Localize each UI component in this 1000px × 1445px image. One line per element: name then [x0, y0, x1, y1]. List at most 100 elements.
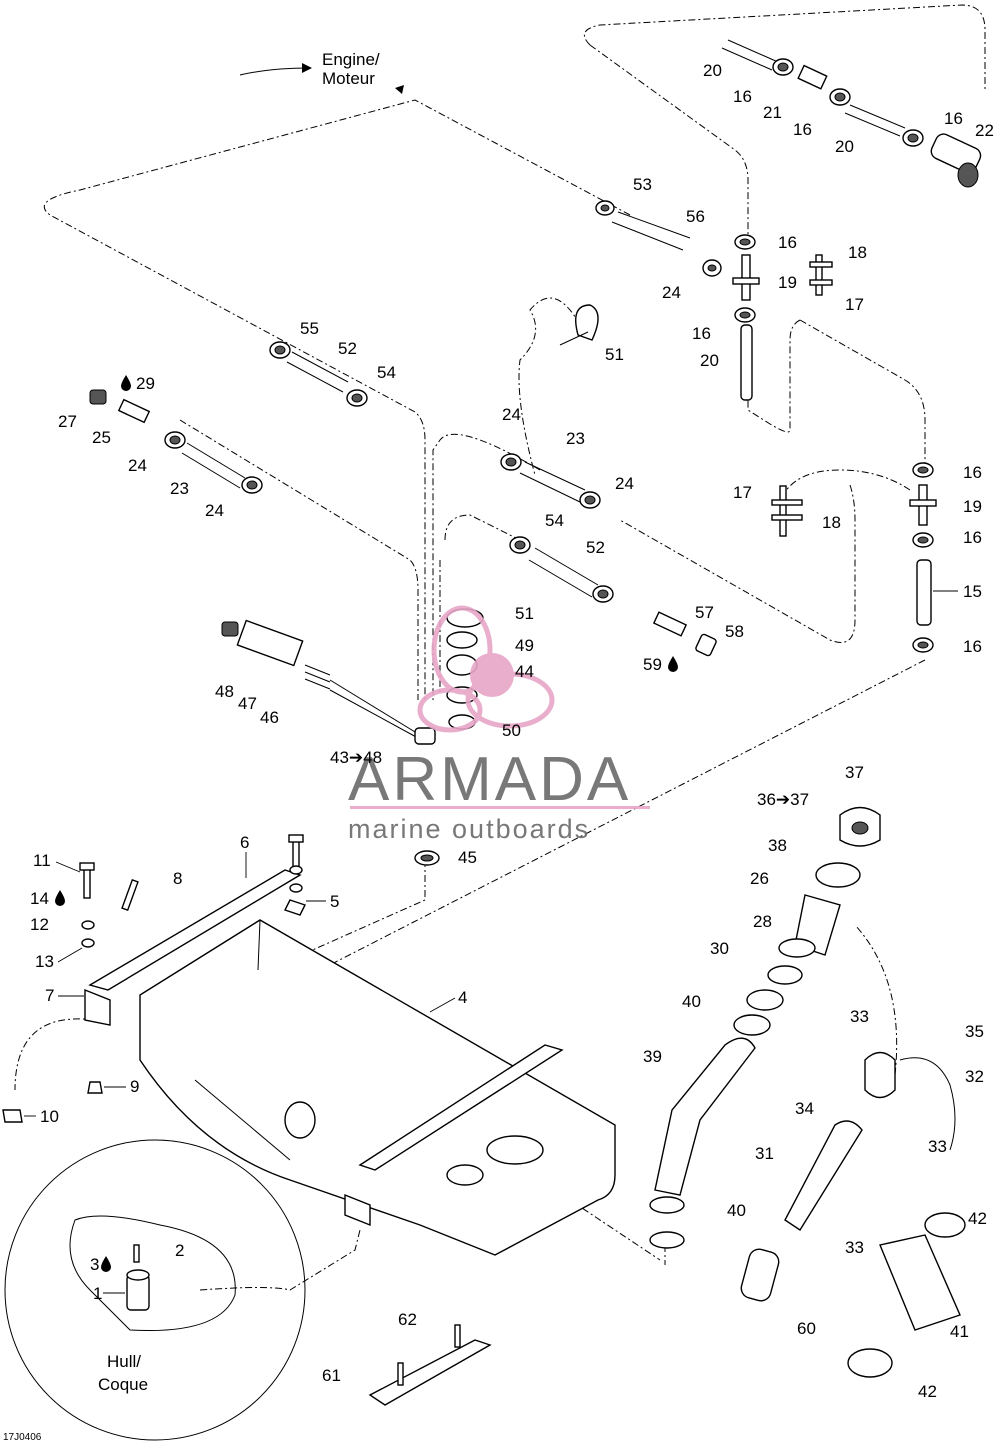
- callout-44: 44: [515, 662, 534, 681]
- callout-51-a: 51: [605, 345, 624, 364]
- callout-35: 35: [965, 1022, 984, 1041]
- callout-42-a: 42: [968, 1209, 987, 1228]
- callout-1: 1: [93, 1284, 102, 1303]
- callout-7: 7: [45, 986, 54, 1005]
- callout-11: 11: [33, 851, 51, 870]
- callout-16-a: 16: [733, 87, 752, 106]
- callout-18-a: 18: [848, 243, 867, 262]
- callout-10: 10: [40, 1107, 59, 1126]
- callout-52-b: 52: [586, 538, 605, 557]
- fuel-tank: [139, 919, 616, 1256]
- callout-19-b: 19: [963, 497, 982, 516]
- callout-28: 28: [753, 912, 772, 931]
- upper-tee-fitting: [732, 234, 833, 401]
- lower-tee-fitting: [771, 462, 937, 653]
- callout-24-d: 24: [615, 474, 634, 493]
- callout-12: 12: [30, 915, 49, 934]
- callout-32: 32: [965, 1067, 984, 1086]
- propeller-logo-icon: [417, 605, 555, 733]
- callout-4: 4: [458, 988, 467, 1007]
- tie-strap-51-upper: [559, 304, 599, 346]
- callout-40-a: 40: [682, 992, 701, 1011]
- engine-label-line2: Moteur: [322, 69, 375, 88]
- callout-24-b: 24: [205, 501, 224, 520]
- callout-6: 6: [240, 833, 249, 852]
- callout-60: 60: [797, 1319, 816, 1338]
- hull-detail: Hull/ Coque: [4, 1139, 306, 1441]
- callout-8: 8: [173, 869, 182, 888]
- callout-59: 59: [643, 655, 662, 674]
- callout-61: 61: [322, 1366, 341, 1385]
- callout-24-e: 24: [662, 283, 681, 302]
- tank-straps: [84, 869, 564, 1227]
- oil-drop-icon: [101, 1256, 111, 1272]
- hose-23-left-assembly: [89, 389, 263, 494]
- armada-watermark: ARMADA marine outboards: [348, 605, 650, 844]
- callout-21: 21: [763, 103, 782, 122]
- callout-51-b: 51: [515, 604, 534, 623]
- engine-label-line1: Engine/: [322, 50, 380, 69]
- callouts: 1 2 3 4 5 6 7 8 9 10 11 12 13 14 15 16 1…: [3, 61, 994, 1443]
- callout-22: 22: [975, 121, 994, 140]
- callout-27: 27: [58, 412, 77, 431]
- callout-50: 50: [502, 721, 521, 740]
- callout-34: 34: [795, 1099, 814, 1118]
- vent-assembly: [740, 1051, 956, 1302]
- callout-33-c: 33: [845, 1238, 864, 1257]
- callout-15: 15: [963, 582, 982, 601]
- callout-24-c: 24: [502, 405, 521, 424]
- callout-16-g: 16: [963, 528, 982, 547]
- callout-46: 46: [260, 708, 279, 727]
- callout-45: 45: [458, 848, 477, 867]
- callout-26: 26: [750, 869, 769, 888]
- callout-53: 53: [633, 175, 652, 194]
- callout-16-e: 16: [692, 324, 711, 343]
- filler-hose-39: [649, 1037, 756, 1249]
- callout-49: 49: [515, 636, 534, 655]
- callout-33-b: 33: [928, 1137, 947, 1156]
- callout-39: 39: [643, 1047, 662, 1066]
- callout-16-b: 16: [793, 120, 812, 139]
- hull-label-line2: Coque: [98, 1375, 148, 1394]
- callout-29: 29: [136, 374, 155, 393]
- callout-31: 31: [755, 1144, 774, 1163]
- watermark-tagline: marine outboards: [348, 814, 590, 844]
- strap-hardware: [2, 834, 306, 1123]
- callout-16-c: 16: [944, 109, 963, 128]
- callout-19-a: 19: [778, 273, 797, 292]
- callout-62: 62: [398, 1310, 417, 1329]
- callout-23-a: 23: [170, 479, 189, 498]
- range-label-43-48: 43➔48: [330, 748, 382, 767]
- callout-41: 41: [950, 1322, 969, 1341]
- sender-wiring: [221, 619, 440, 866]
- callout-2: 2: [175, 1241, 184, 1260]
- callout-48: 48: [215, 682, 234, 701]
- callout-58: 58: [725, 622, 744, 641]
- hose-56-assembly: [595, 200, 722, 277]
- callout-37: 37: [845, 763, 864, 782]
- range-label-36-37: 36➔37: [757, 790, 809, 809]
- callout-16-f: 16: [963, 463, 982, 482]
- oil-drop-icon: [55, 890, 65, 906]
- callout-55: 55: [300, 319, 319, 338]
- arrow-right-icon: [302, 63, 312, 73]
- tie-straps-and-sleeve: [847, 1212, 966, 1378]
- callout-20-c: 20: [700, 351, 719, 370]
- callout-57: 57: [695, 603, 714, 622]
- callout-30: 30: [710, 939, 729, 958]
- hull-label-line1: Hull/: [107, 1352, 141, 1371]
- callout-54-a: 54: [377, 363, 396, 382]
- engine-label: Engine/ Moteur: [239, 50, 404, 94]
- callout-38: 38: [768, 836, 787, 855]
- upper-connector-chain: [721, 39, 982, 188]
- callout-17-a: 17: [845, 295, 864, 314]
- callout-33-a: 33: [850, 1007, 869, 1026]
- callout-16-d: 16: [778, 233, 797, 252]
- callout-25: 25: [92, 428, 111, 447]
- callout-5: 5: [330, 892, 339, 911]
- callout-54-b: 54: [545, 511, 564, 530]
- callout-20-a: 20: [703, 61, 722, 80]
- callout-24-a: 24: [128, 456, 147, 475]
- callout-16-h: 16: [963, 637, 982, 656]
